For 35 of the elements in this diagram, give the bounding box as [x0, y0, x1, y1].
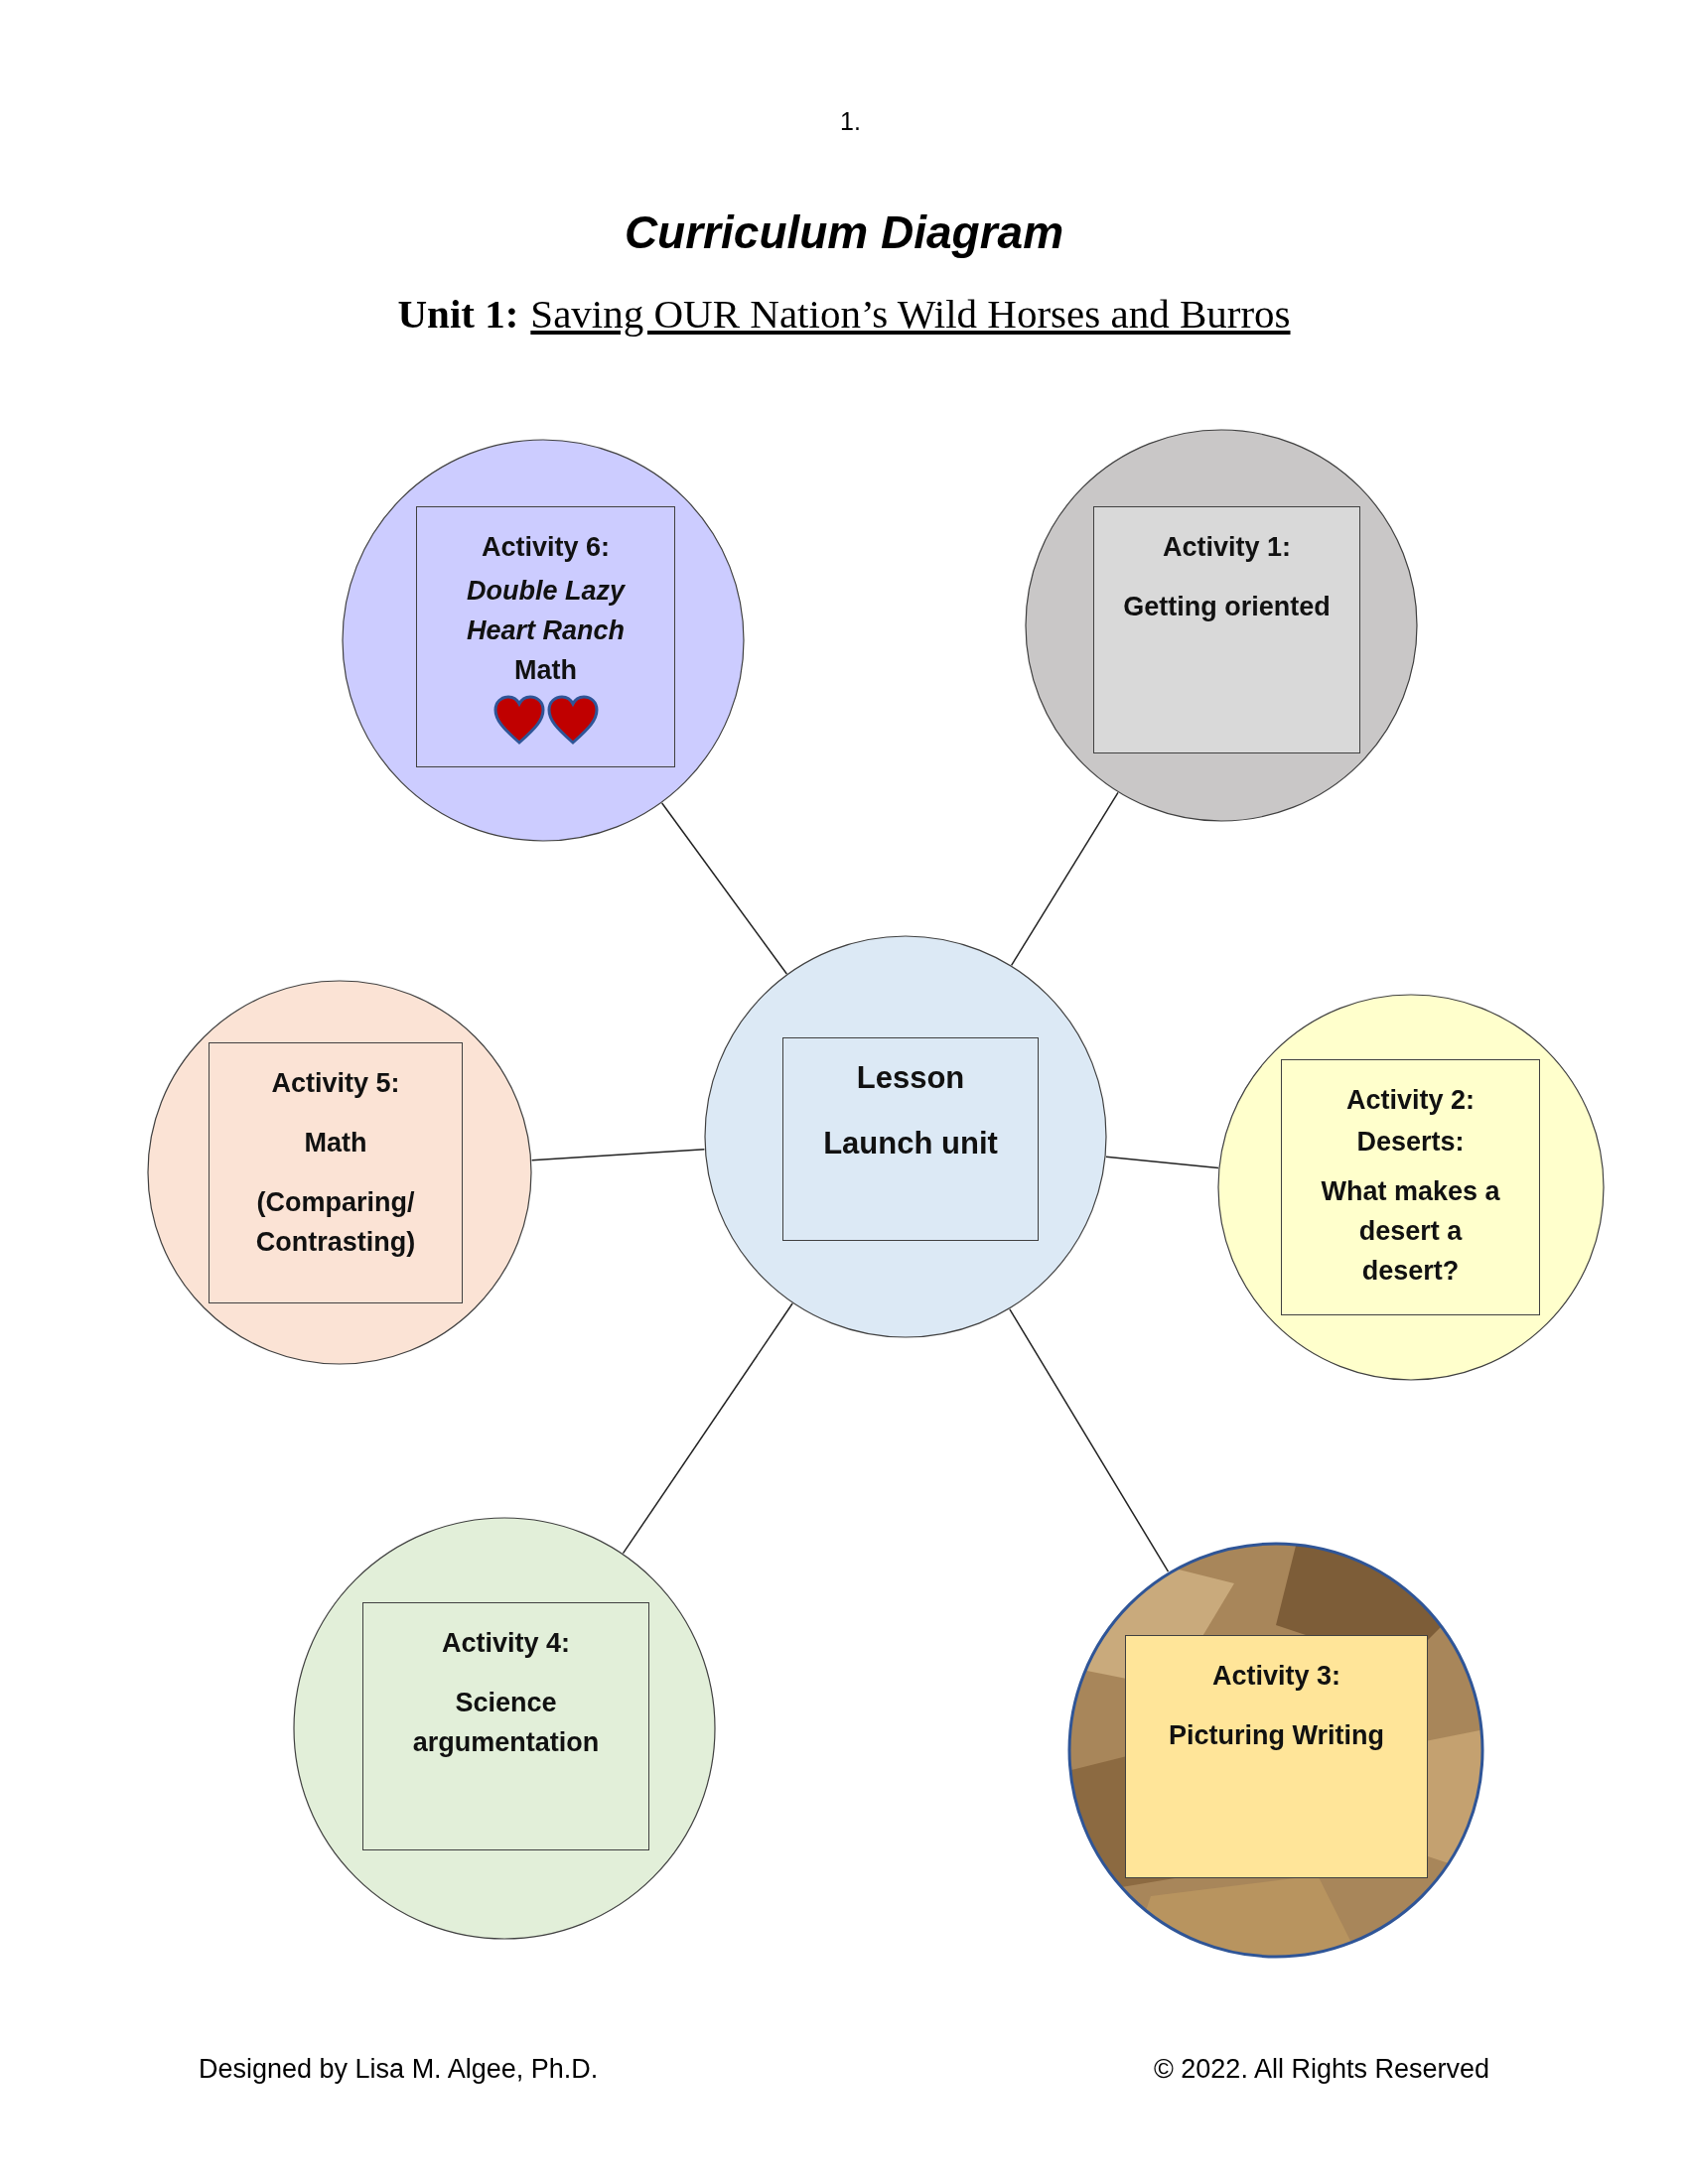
connector-line — [622, 1302, 793, 1555]
text-box — [1281, 1059, 1540, 1315]
connector-line — [660, 802, 788, 975]
text-box — [1093, 506, 1360, 753]
page-number: 1. — [840, 106, 861, 137]
box-text: Science argumentation — [411, 1687, 601, 1759]
box-text: Math — [304, 1127, 367, 1160]
box-text: (Comparing/ Contrasting) — [254, 1186, 417, 1259]
box-heading: Activity 4: — [441, 1627, 570, 1660]
box-heading: Activity 3: — [1211, 1660, 1340, 1693]
box-heading: Activity 6: — [481, 531, 610, 564]
box-text: What makes a desert a desert? — [1320, 1175, 1501, 1288]
connector-line — [1105, 1156, 1219, 1169]
footer-copyright: © 2022. All Rights Reserved — [1153, 2053, 1489, 2086]
box-heading: Activity 5: — [271, 1067, 400, 1100]
box-text: Getting oriented — [1123, 591, 1331, 623]
text-box — [362, 1602, 649, 1850]
box-heading: Activity 1: — [1162, 531, 1291, 564]
box-text: Deserts: — [1356, 1126, 1465, 1159]
connector-line — [530, 1149, 706, 1161]
text-box — [209, 1042, 463, 1303]
box-heading: Activity 2: — [1345, 1084, 1475, 1117]
box-text: Double Lazy Heart Ranch Math — [465, 575, 627, 687]
text-box — [782, 1037, 1039, 1241]
unit-label: Unit 1: — [397, 290, 519, 339]
connector-line — [1010, 791, 1119, 966]
box-heading: Lesson — [856, 1059, 965, 1097]
diagram-title: Curriculum Diagram — [623, 205, 1065, 260]
box-text: Picturing Writing — [1169, 1719, 1384, 1752]
unit-title: Saving OUR Nation’s Wild Horses and Burros — [530, 290, 1291, 339]
footer-credit: Designed by Lisa M. Algee, Ph.D. — [199, 2053, 599, 2086]
text-box — [416, 506, 675, 767]
box-text: Launch unit — [823, 1125, 998, 1162]
text-box — [1125, 1635, 1428, 1878]
connector-line — [1009, 1308, 1170, 1572]
